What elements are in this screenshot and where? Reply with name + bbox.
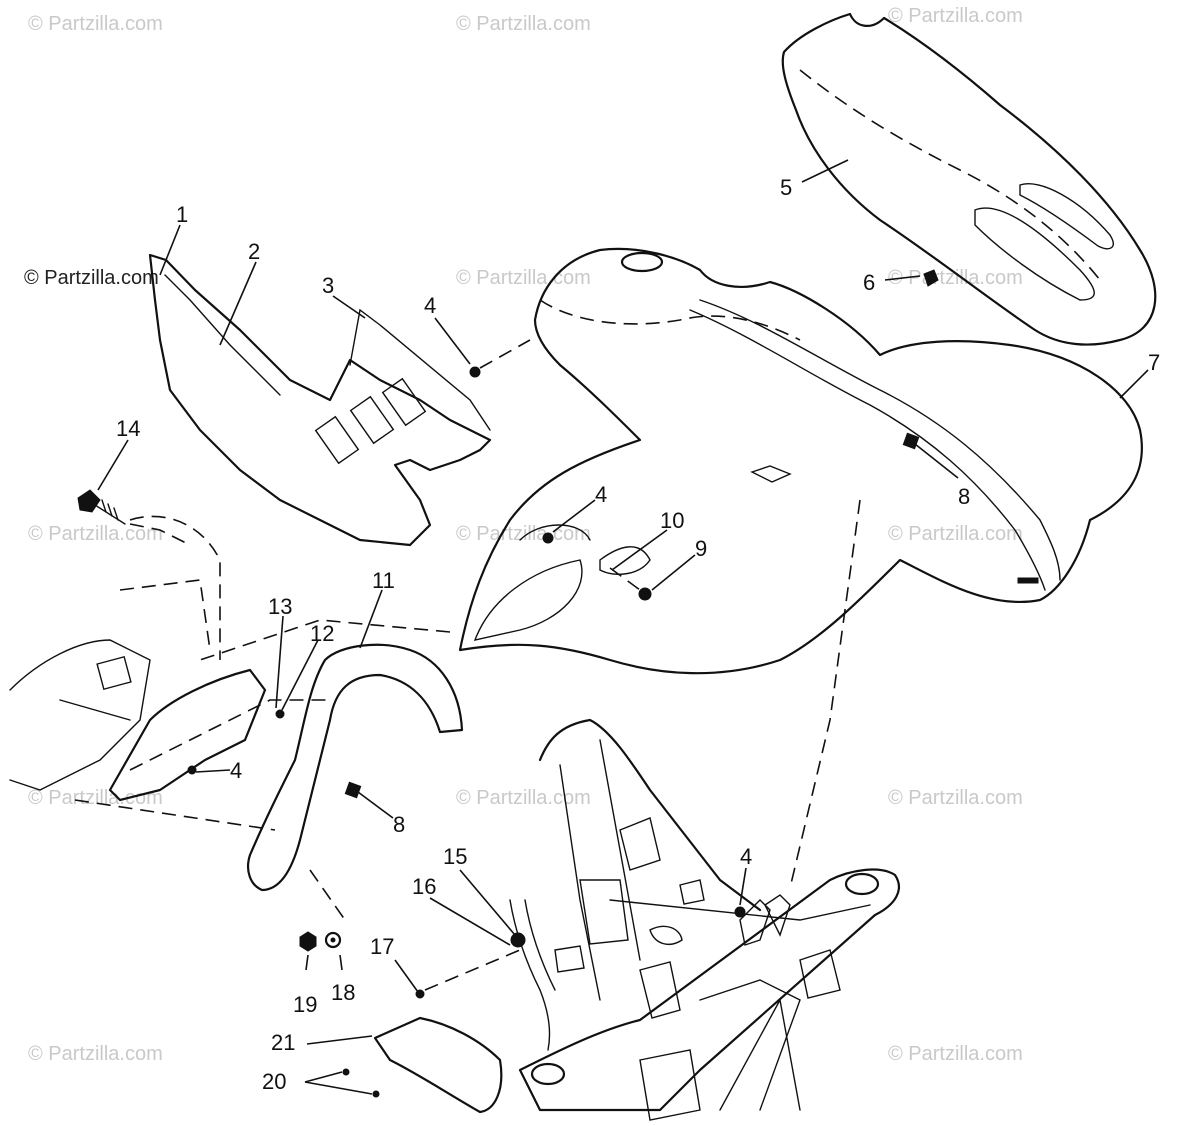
callout-20: 20 [262,1069,286,1094]
callout-2: 2 [248,239,260,264]
part-21-skid-plate [373,1016,503,1114]
callout-14: 14 [116,416,140,441]
watermark: © Partzilla.com [456,13,591,35]
watermark: © Partzilla.com [456,787,591,809]
callout-4: 4 [424,293,436,318]
callout-5: 5 [780,175,792,200]
callout-21: 21 [271,1030,295,1055]
callout-8: 8 [393,812,405,837]
callout-4: 4 [740,844,752,869]
watermark: © Partzilla.com [888,787,1023,809]
watermark: © Partzilla.com [28,1043,163,1065]
watermark: © Partzilla.com [456,267,591,289]
watermark: © Partzilla.com [24,267,159,289]
watermark: © Partzilla.com [888,5,1023,27]
watermark: © Partzilla.com [888,267,1023,289]
callout-4: 4 [230,758,242,783]
part-7-front-cab [458,247,1143,675]
watermark: © Partzilla.com [28,787,163,809]
watermark: © Partzilla.com [888,1043,1023,1065]
callout-16: 16 [412,874,436,899]
callout-4: 4 [595,482,607,507]
callout-3: 3 [322,273,334,298]
callout-9: 9 [695,536,707,561]
callout-6: 6 [863,270,875,295]
callout-labels: 1 2 3 4 5 6 7 8 4 10 9 11 12 13 14 4 8 4… [116,175,1160,1094]
watermark: © Partzilla.com [28,13,163,35]
callout-12: 12 [310,621,334,646]
fasteners [77,269,939,1098]
callout-15: 15 [443,844,467,869]
part-1-2-3-side-panels [148,253,492,547]
callout-11: 11 [372,568,395,593]
callout-19: 19 [293,992,317,1017]
watermark: © Partzilla.com [888,523,1023,545]
hidden-lines [74,339,861,991]
callout-7: 7 [1148,350,1160,375]
callout-17: 17 [370,934,394,959]
callout-13: 13 [268,594,292,619]
watermark: © Partzilla.com [28,523,163,545]
callout-8: 8 [958,484,970,509]
footrest-area [9,515,221,791]
callout-18: 18 [331,980,355,1005]
frame [509,718,901,1121]
part-5-seat [781,12,1157,346]
callout-10: 10 [660,508,684,533]
callout-1: 1 [176,202,188,227]
part-13-bracket [108,668,267,802]
part-11-fender-flare [246,643,464,892]
leader-lines [97,159,1149,1095]
watermarks: © Partzilla.com © Partzilla.com © Partzi… [24,5,1023,1065]
